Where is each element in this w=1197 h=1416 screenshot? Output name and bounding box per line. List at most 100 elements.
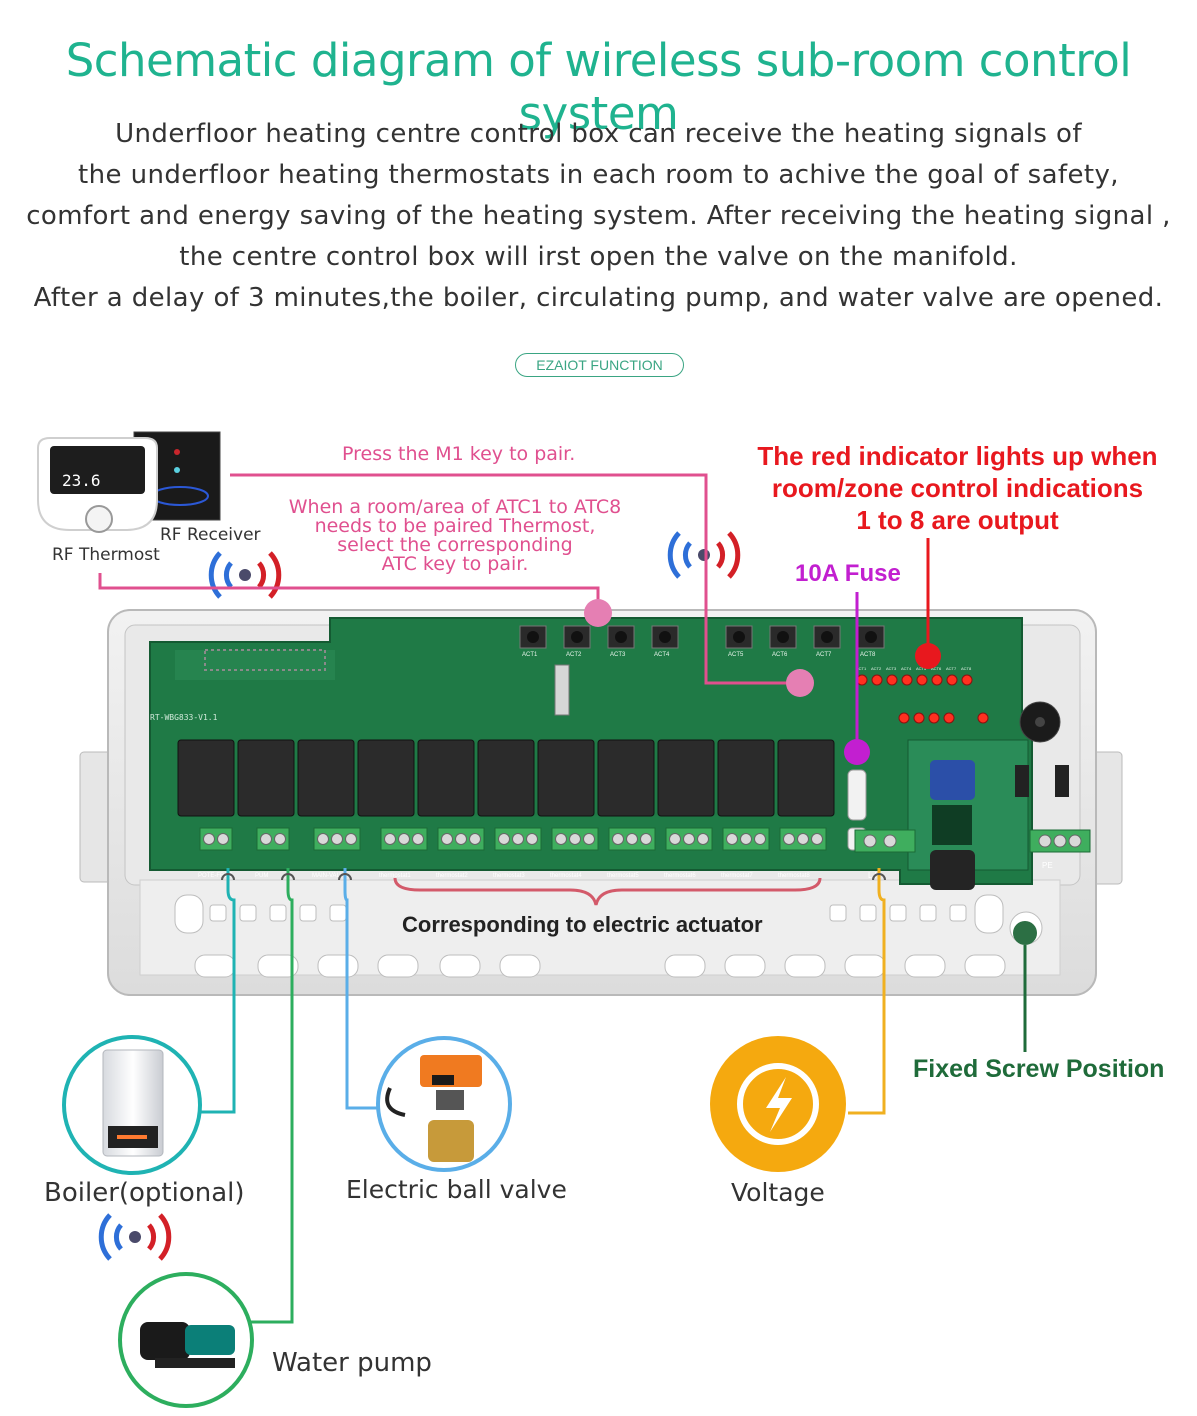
red-indicator-line: room/zone control indications <box>771 473 1144 503</box>
terminal-screw <box>345 833 357 845</box>
ball-valve-device <box>376 1036 512 1172</box>
relay-row <box>177 739 835 817</box>
rf-thermostat-device: 23.6 <box>37 437 158 533</box>
actuator-bracket <box>393 877 822 906</box>
terminal-label: PUM <box>255 873 268 879</box>
indicator-led-label: ACT5 <box>916 666 927 671</box>
fuse-marker <box>844 739 870 765</box>
pump-label: Water pump <box>272 1348 432 1378</box>
wifi-signal-icon <box>208 551 282 599</box>
indicator-led-label: ACT7 <box>946 666 957 671</box>
indicator-led <box>977 712 989 724</box>
indicator-led-label: ACT8 <box>961 666 972 671</box>
board-model-label: RT-WBG833-V1.1 <box>150 713 218 722</box>
terminal-screw <box>740 833 752 845</box>
boiler-label: Boiler(optional) <box>44 1178 245 1208</box>
m1-key-marker <box>786 669 814 697</box>
act-key-cap <box>821 631 833 643</box>
voltage-connection-line <box>848 868 886 1115</box>
atc-pair-line: needs to be paired Thermost, <box>314 515 596 537</box>
act-key-cap <box>615 631 627 643</box>
red-indicator-callout: The red indicator lights up when room/zo… <box>735 440 1180 536</box>
terminal-screw <box>583 833 595 845</box>
terminal-label: thermostat8 <box>778 873 810 879</box>
terminal-screw <box>726 833 738 845</box>
relay <box>417 739 475 817</box>
voltage-device <box>710 1036 846 1172</box>
terminal-screw <box>797 833 809 845</box>
relay <box>537 739 595 817</box>
terminal-screw <box>274 833 286 845</box>
act-key-label: ACT2 <box>566 652 582 658</box>
page-title: Schematic diagram of wireless sub-room c… <box>65 34 1132 140</box>
indicator-led-label: ACT4 <box>901 666 912 671</box>
terminal-screw <box>512 833 524 845</box>
water-pump-device <box>118 1272 254 1408</box>
terminal-label: MAIN-VALVE <box>312 873 347 879</box>
screw-marker <box>1013 921 1037 945</box>
rf-receiver-label: RF Receiver <box>160 525 261 545</box>
terminal-label: thermostat6 <box>664 873 696 879</box>
atc-pair-callout: When a room/area of ATC1 to ATC8 needs t… <box>270 498 640 574</box>
atc-pair-line: select the corresponding <box>337 534 573 556</box>
boiler-connection-line <box>190 868 236 1114</box>
atc-pair-line: When a room/area of ATC1 to ATC8 <box>288 496 622 518</box>
act-key-label: ACT4 <box>654 652 670 658</box>
red-indicator-line: 1 to 8 are output <box>856 505 1059 535</box>
act-key-cap <box>733 631 745 643</box>
indicator-led <box>943 712 955 724</box>
pe-terminal-label: PE <box>1042 861 1053 870</box>
relay <box>777 739 835 817</box>
indicator-led <box>916 674 928 686</box>
relay <box>477 739 535 817</box>
act-key-cap <box>777 631 789 643</box>
terminal-label: thermostat3 <box>493 873 525 879</box>
terminal-screw <box>441 833 453 845</box>
terminal-screw <box>469 833 481 845</box>
indicator-led <box>928 712 940 724</box>
terminal-screw <box>331 833 343 845</box>
relay <box>597 739 655 817</box>
act-key-label: ACT7 <box>816 652 832 658</box>
voltage-label: Voltage <box>731 1178 825 1207</box>
lightning-icon <box>766 1077 792 1132</box>
valve-connection-line <box>343 868 378 1110</box>
relay <box>177 739 235 817</box>
terminal-screw <box>217 833 229 845</box>
atc-callout-line <box>98 573 600 612</box>
terminal-screw <box>754 833 766 845</box>
terminal-screw <box>412 833 424 845</box>
terminal-screw <box>783 833 795 845</box>
intro-text: Underfloor heating centre control box ca… <box>0 114 1197 319</box>
relay <box>657 739 715 817</box>
red-indicator-line: The red indicator lights up when <box>757 441 1158 471</box>
relay <box>717 739 775 817</box>
act-key-label: ACT5 <box>728 652 744 658</box>
power-terminal: L N PE <box>854 829 1091 880</box>
terminal-screw <box>203 833 215 845</box>
terminal-label: thermostat4 <box>550 873 582 879</box>
act-key-cap <box>659 631 671 643</box>
terminal-label: POTE-FREE <box>198 873 232 879</box>
terminal-screw <box>498 833 510 845</box>
act-key-label: ACT8 <box>860 652 876 658</box>
indicator-led <box>898 712 910 724</box>
terminal-screw <box>811 833 823 845</box>
m1-callout-line <box>230 473 800 685</box>
terminal-screw <box>640 833 652 845</box>
terminal-screw <box>612 833 624 845</box>
act-key-label: ACT6 <box>772 652 788 658</box>
indicator-led-label: ACT3 <box>886 666 897 671</box>
relay <box>357 739 415 817</box>
indicator-led-label: ACT2 <box>871 666 882 671</box>
fuse-callout: 10A Fuse <box>795 560 901 587</box>
indicator-led <box>931 674 943 686</box>
terminal-screw <box>683 833 695 845</box>
atc-pair-line: ATC key to pair. <box>381 553 529 575</box>
m1-pair-callout: Press the M1 key to pair. <box>342 443 576 465</box>
intro-line: Underfloor heating centre control box ca… <box>115 119 1082 149</box>
intro-line: the centre control box will irst open th… <box>179 242 1018 272</box>
